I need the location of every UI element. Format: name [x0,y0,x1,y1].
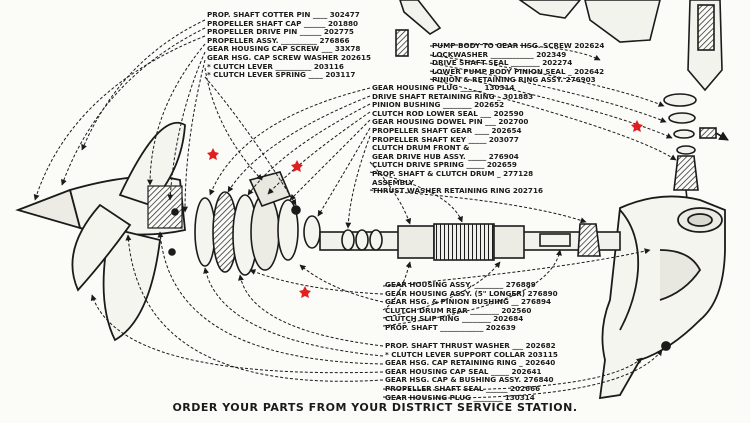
part-label: ASSEMBLY [372,177,414,187]
part-label: CLUTCH DRIVE SPRING _____ 202659 [372,160,517,170]
part-label: GEAR DRIVE HUB ASSY. _____ 276904 [372,151,519,161]
drive-shaft-stack [663,93,729,209]
part-label: GEAR HSG. CAP SCREW WASHER 202615 [207,52,371,62]
part-label: GEAR HSG. CAP RETAINING RING _ 202640 [385,358,556,368]
part-label: PROP. SHAFT COTTER PIN ____ 302477 [207,10,360,19]
part-label: * CLUTCH LEVER __________ 203116 [207,61,344,71]
part-label: CLUTCH DRUM FRONT & [372,143,470,153]
part-label: GEAR HOUSING ASSY. ________ 276889 [385,280,536,289]
part-label: * CLUTCH LEVER SPRING ____ 203117 [207,70,356,80]
part-label: GEAR HOUSING ASSY. (5" LONGER) 276890 [385,288,558,298]
part-label: * CLUTCH LEVER SUPPORT COLLAR 203115 [385,349,558,359]
part-label: PROPELLER SHAFT CAP ______ 201880 [207,18,358,28]
part-label: GEAR HOUSING DOWEL PIN ___ 202700 [372,117,529,127]
part-label: GEAR HOUSING CAP SCREW ___ 33X78 [207,44,361,54]
part-label: GEAR HOUSING PLUG ________ 130314 [385,392,535,402]
part-label: PUMP BODY TO GEAR HSG. SCREW 202624 [432,41,605,50]
parts-list-bottom: PROP. SHAFT THRUST WASHER ___ 202682* CL… [385,341,558,402]
part-label: LOCKWASHER ____________ 202349 [432,49,567,59]
part-label: GEAR HSG. & PINION BUSHING __ 276894 [385,297,552,307]
part-label: PROPELLER SHAFT SEAL ______ 202666 [385,383,541,393]
part-label: CLUTCH DRUM REAR ________ 202560 [385,305,532,315]
part-label: PROP. SHAFT & CLUTCH DRUM _ 277128 [372,168,534,178]
part-label: PINION BUSHING ________ 202652 [372,100,505,110]
prop-shaft-assembly [319,223,621,261]
part-label: GEAR HOUSING CAP SEAL _____ 202641 [385,366,542,376]
part-label: CLUTCH ROD LOWER SEAL ___ 202590 [372,108,524,118]
gear-housing-drawing [598,195,726,400]
part-label: PINION & RETAINING RING ASSY. 276903 [432,75,596,85]
red-star-markers [207,120,643,298]
part-label: DRIVE SHAFT SEAL ________ 202274 [432,58,573,68]
part-label: PROPELLER ASSY. __________ 276866 [207,35,350,45]
part-label: DRIVE SHAFT RETAINING RING _ 301883 [372,91,534,101]
footer-note: ORDER YOUR PARTS FROM YOUR DISTRICT SERV… [172,401,578,414]
clutch-parts-drawing [168,171,321,276]
part-label: PROPELLER SHAFT GEAR ____ 202654 [372,125,522,135]
leader-lines [33,19,677,399]
upper-parts-drawing [395,0,723,92]
propeller-drawing [15,121,186,342]
part-label: PROP. SHAFT THRUST WASHER ___ 202682 [385,341,556,350]
part-label: THRUST WASHER RETAINING RING 202716 [372,186,543,196]
part-label: PROP. SHAFT ____________ 202639 [385,322,516,332]
part-label: CLUTCH SLIP RING ________ 202684 [385,314,524,324]
part-label: GEAR HSG. CAP & BUSHING ASSY. 276840 [385,375,554,385]
part-label: PROPELLER DRIVE PIN ______ 202775 [207,27,354,37]
part-label: PROPELLER SHAFT KEY _____ 203077 [372,134,519,144]
part-label: LOWER PUMP BODY PINION SEAL _ 202642 [432,66,605,76]
part-label: GEAR HOUSING PLUG ______ 130314 [372,83,515,92]
